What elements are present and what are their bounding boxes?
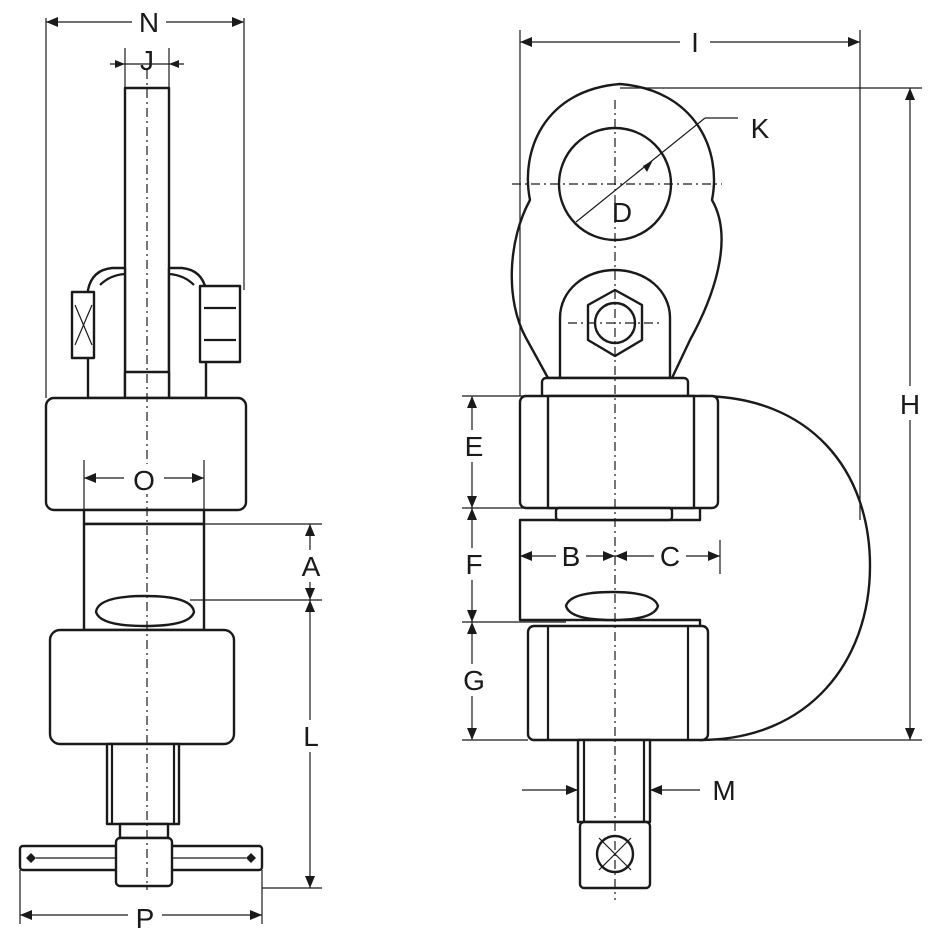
front-screw: [576, 738, 652, 824]
side-shackle-bar: [123, 86, 171, 380]
label-A: A: [302, 551, 321, 582]
label-P: P: [136, 903, 155, 934]
side-screw-collar: [118, 822, 170, 840]
label-M: M: [712, 775, 735, 806]
front-upper-jaw-lip: [554, 506, 674, 522]
label-O: O: [133, 465, 155, 496]
label-E: E: [465, 431, 484, 462]
label-J: J: [140, 45, 154, 76]
label-C: C: [660, 541, 680, 572]
side-swivel-pad: [94, 594, 196, 628]
label-D: D: [612, 197, 632, 228]
side-nut-right: [198, 284, 242, 364]
label-L: L: [303, 721, 319, 752]
side-handle-hub: [114, 836, 174, 888]
label-N: N: [139, 7, 159, 38]
label-I: I: [691, 27, 699, 58]
front-swivel-pad: [564, 590, 660, 622]
front-c-frame: [518, 394, 872, 742]
front-view: I K D H E F G B C: [458, 26, 926, 900]
label-B: B: [562, 541, 581, 572]
side-lower-body: [48, 628, 236, 746]
side-bracket: [86, 266, 208, 400]
label-H: H: [900, 389, 920, 420]
label-K: K: [751, 113, 770, 144]
front-upper-jaw-face: [546, 394, 696, 510]
side-view: N J O A L P: [18, 6, 324, 934]
side-screw: [105, 742, 181, 826]
front-lower-jaw: [526, 624, 710, 742]
side-neck: [82, 508, 206, 526]
label-F: F: [465, 549, 482, 580]
label-G: G: [463, 665, 485, 696]
